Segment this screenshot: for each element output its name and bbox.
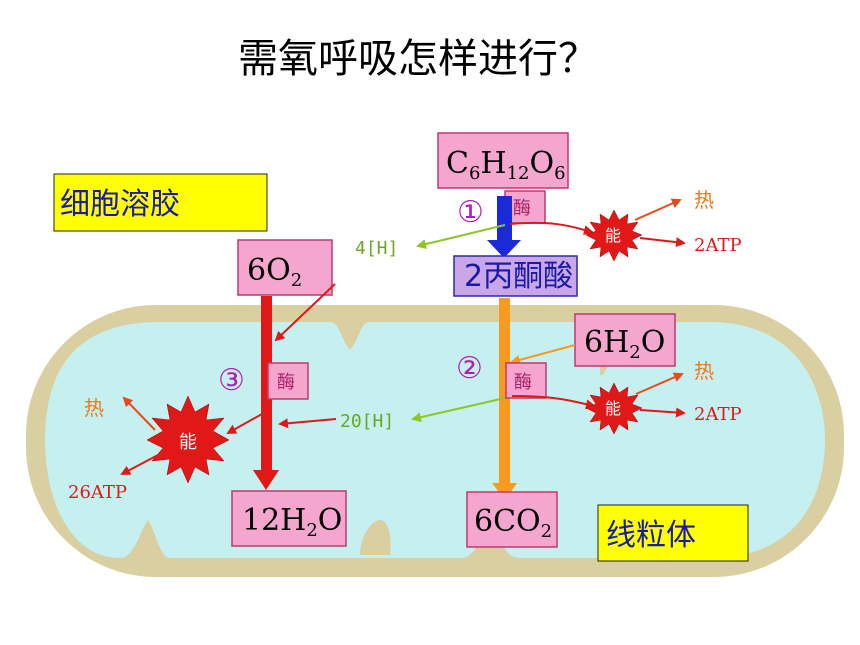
svg-text:6O2: 6O2 xyxy=(247,253,302,291)
atp-arrow-stage3 xyxy=(120,454,159,475)
mitochondrion-label: 线粒体 xyxy=(597,504,749,562)
page-title: 需氧呼吸怎样进行？ xyxy=(238,36,598,82)
enzyme-box-stage2: 酶 xyxy=(505,362,547,399)
oxygen-box: 6O2 xyxy=(237,239,333,296)
stage-3-marker: ③ xyxy=(218,363,245,398)
enzyme-box-stage3: 酶 xyxy=(267,362,309,400)
energy-burst-stage2: 能 xyxy=(585,382,643,435)
svg-text:6H2O: 6H2O xyxy=(584,325,665,363)
heat-arrow-stage1 xyxy=(634,198,682,221)
svg-text:酶: 酶 xyxy=(514,372,532,393)
water-output-box: 12H2O xyxy=(231,490,347,547)
stage-1-marker: ① xyxy=(457,195,484,230)
energy-burst-stage3: 能 xyxy=(146,395,230,484)
svg-text:C6H12O6: C6H12O6 xyxy=(446,146,566,184)
svg-text:细胞溶胶: 细胞溶胶 xyxy=(60,187,180,222)
water-input-box: 6H2O xyxy=(574,313,676,367)
heat-label-stage2: 热 xyxy=(694,359,714,383)
svg-text:2丙酮酸: 2丙酮酸 xyxy=(464,259,573,294)
svg-text:酶: 酶 xyxy=(513,198,531,219)
electron-transport-arrow xyxy=(253,296,279,490)
cytosol-label: 细胞溶胶 xyxy=(53,173,268,232)
energy-arrow-stage2 xyxy=(511,395,596,410)
glucose-box: C6H12O6 xyxy=(437,132,569,189)
hydrogen-stage2-to-stage3-arrow xyxy=(278,418,337,429)
atp-label-stage1: 2ATP xyxy=(694,235,742,256)
atp-label-stage2: 2ATP xyxy=(694,404,742,425)
hydrogen-to-oxygen-arrow xyxy=(274,283,336,342)
svg-text:6CO2: 6CO2 xyxy=(474,504,552,542)
energy-arrow-stage1 xyxy=(509,221,594,236)
stage-2-marker: ② xyxy=(456,351,483,386)
svg-text:线粒体: 线粒体 xyxy=(606,518,696,553)
hydrogen-label-stage2: 20[H] xyxy=(340,411,394,432)
heat-arrow-stage2 xyxy=(635,372,684,395)
svg-text:能: 能 xyxy=(605,399,621,418)
atp-arrow-stage1 xyxy=(639,237,686,248)
atp-arrow-stage2 xyxy=(639,407,686,418)
energy-arrow-stage3 xyxy=(226,413,263,434)
glycolysis-arrow xyxy=(487,196,521,258)
water-input-arrow xyxy=(510,344,576,365)
energy-burst-stage1: 能 xyxy=(585,209,643,262)
svg-text:酶: 酶 xyxy=(277,372,295,393)
heat-label-stage3: 热 xyxy=(84,396,104,420)
svg-text:能: 能 xyxy=(179,432,197,453)
hydrogen-arrow-stage2 xyxy=(411,397,506,423)
pyruvate-box: 2丙酮酸 xyxy=(453,255,578,297)
svg-text:12H2O: 12H2O xyxy=(242,503,342,541)
hydrogen-label-stage1: 4[H] xyxy=(355,238,398,259)
co2-box: 6CO2 xyxy=(466,491,558,548)
heat-label-stage1: 热 xyxy=(694,188,714,212)
hydrogen-arrow-stage1 xyxy=(416,224,506,249)
svg-text:能: 能 xyxy=(605,226,621,245)
atp-label-stage3: 26ATP xyxy=(68,482,127,503)
heat-arrow-stage3 xyxy=(122,396,156,431)
